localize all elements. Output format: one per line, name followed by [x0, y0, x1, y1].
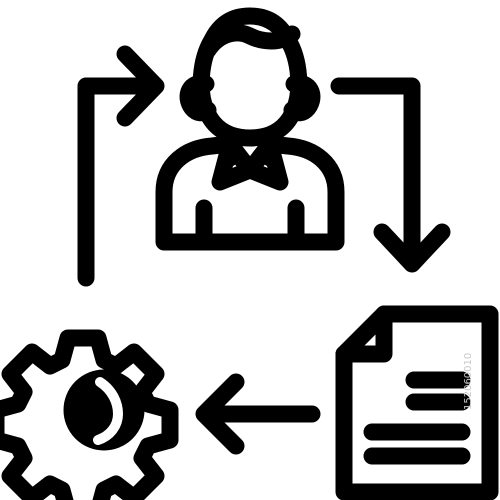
document-fold — [335, 305, 393, 363]
person-left-ear — [179, 74, 217, 122]
upper-right-arrowhead — [373, 223, 451, 273]
person-icon — [155, 7, 345, 251]
gear-highlight — [93, 377, 123, 445]
upper-right-flow-line — [330, 77, 421, 265]
gear-outline — [0, 329, 179, 500]
document-icon — [335, 305, 499, 500]
watermark-side-text: 152060010 — [463, 352, 474, 410]
upper-left-arrowhead — [116, 45, 165, 127]
person-right-ear — [283, 74, 321, 122]
document-text-lines — [363, 371, 471, 465]
person-left-collar — [211, 135, 259, 191]
person-right-collar — [241, 135, 289, 191]
upper-left-flow-line — [77, 77, 159, 287]
person-arm-lines — [195, 199, 305, 249]
gear-icon — [0, 329, 179, 500]
person-shirt — [155, 135, 345, 251]
person-hair — [199, 24, 301, 59]
bottom-arrowhead — [195, 373, 245, 455]
